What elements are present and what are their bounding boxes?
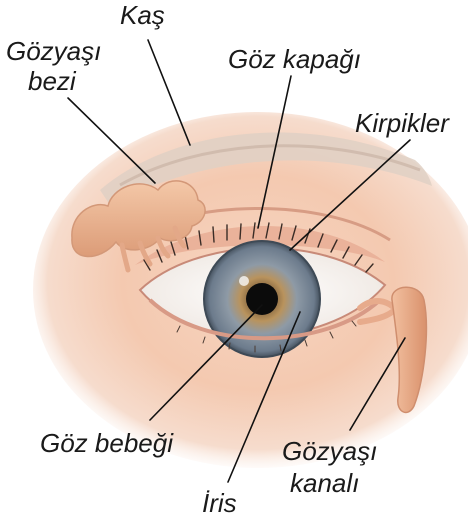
label-gozyasi-bezi-line2: bezi [28,66,77,96]
label-iris: İris [202,488,237,518]
label-kas: Kaş [120,0,165,30]
pupil [246,283,278,315]
label-gozyasi-kanali-line2: kanalı [290,468,359,498]
label-goz-kapagi: Göz kapağı [228,44,361,74]
label-goz-bebegi: Göz bebeği [40,428,174,458]
label-kirpikler: Kirpikler [355,108,450,138]
label-gozyasi-kanali-line1: Gözyaşı [282,436,377,466]
eye-highlight [239,276,249,286]
label-gozyasi-bezi-line1: Gözyaşı [6,36,101,66]
